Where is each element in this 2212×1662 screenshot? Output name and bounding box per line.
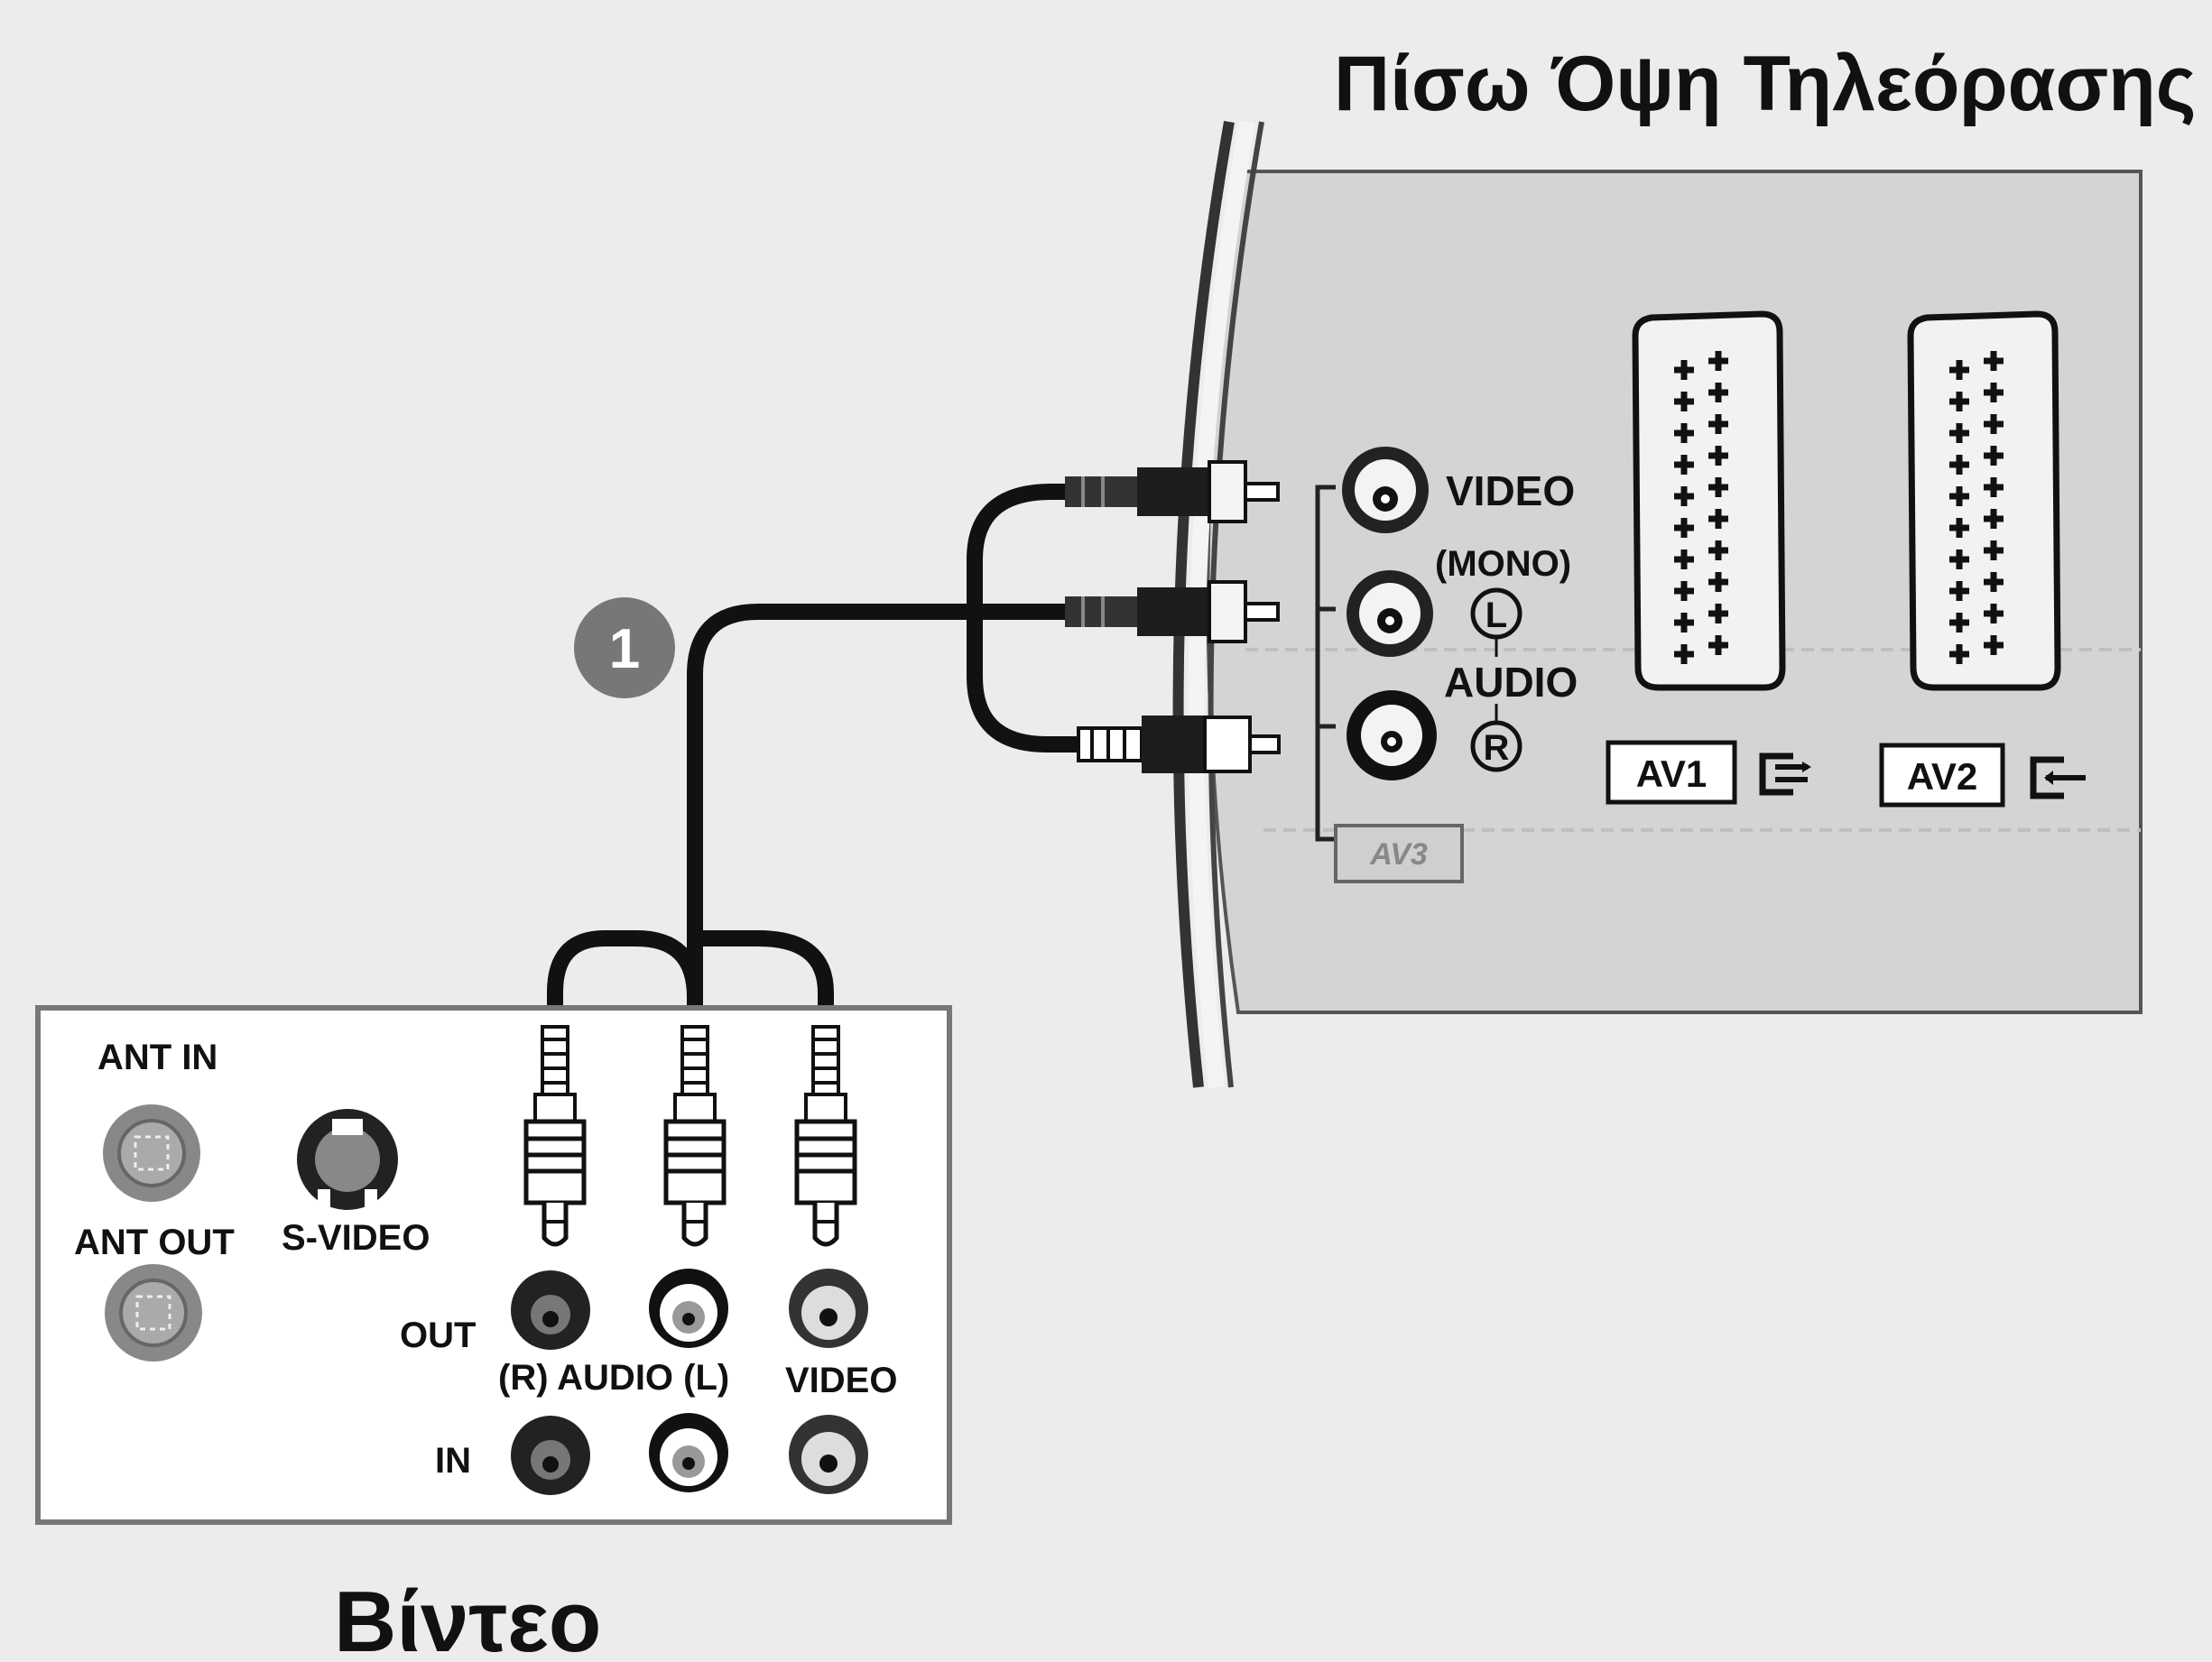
scart-pin <box>1949 581 1969 601</box>
svg-text:AV1: AV1 <box>1636 753 1708 795</box>
scart-pin <box>1674 455 1694 475</box>
scart-pin <box>1949 644 1969 664</box>
scart-av1-socket[interactable] <box>1632 310 1786 691</box>
scart-pin <box>1674 613 1694 632</box>
scart-pin <box>1708 351 1728 371</box>
scart-input-icon <box>2030 756 2086 799</box>
scart-pin <box>1984 509 2004 529</box>
vcr-side-plug <box>794 1025 857 1247</box>
tv-title: Πίσω Όψη Τηλεόρασης <box>1334 41 2197 127</box>
scart-pin <box>1708 604 1728 623</box>
s-video-label: S-VIDEO <box>282 1218 430 1258</box>
scart-pin <box>1984 604 2004 623</box>
scart-av2-socket[interactable] <box>1907 310 2061 691</box>
ant-out-connector[interactable] <box>105 1264 202 1362</box>
vcr-out-audio-left-jack[interactable] <box>649 1269 728 1348</box>
vcr-rear-panel: ANT IN ANT OUT S-VIDEO OUT (R) AUDIO (L)… <box>35 1005 952 1525</box>
scart-pin <box>1984 572 2004 592</box>
scart-pin <box>1674 423 1694 443</box>
scart-pin <box>1708 477 1728 497</box>
tv-audio-right-jack[interactable] <box>1347 690 1437 780</box>
ant-in-connector[interactable] <box>103 1104 200 1202</box>
scart-pin <box>1949 518 1969 538</box>
scart-pin <box>1708 540 1728 560</box>
scart-pin <box>1949 549 1969 569</box>
scart-pin <box>1949 455 1969 475</box>
tv-side-plug-audio-right <box>1077 716 1281 773</box>
scart-pin <box>1984 414 2004 434</box>
scart-pin <box>1674 392 1694 411</box>
svg-text:L: L <box>1485 596 1507 635</box>
scart-pin <box>1674 518 1694 538</box>
scart-pin <box>1708 635 1728 655</box>
scart-pin <box>1984 635 2004 655</box>
scart-pin <box>1708 509 1728 529</box>
vcr-out-video-jack[interactable] <box>789 1269 868 1348</box>
scart-pin <box>1984 351 2004 371</box>
scart-pin <box>1674 549 1694 569</box>
vcr-video-label: VIDEO <box>785 1361 897 1400</box>
tv-audio-left-jack[interactable] <box>1347 570 1433 657</box>
scart-pin <box>1708 383 1728 402</box>
svg-text:AV3: AV3 <box>1369 837 1428 872</box>
vcr-out-label: OUT <box>400 1316 476 1355</box>
av3-tag: AV3 <box>1334 824 1464 883</box>
scart-pin <box>1674 486 1694 506</box>
scart-pin <box>1708 446 1728 466</box>
scart-pin <box>1984 540 2004 560</box>
scart-av1-tag: AV1 <box>1606 740 1737 805</box>
tv-video-jack[interactable] <box>1342 447 1429 533</box>
vcr-side-plug <box>523 1025 587 1247</box>
vcr-audio-rl-label: (R) AUDIO (L) <box>498 1358 729 1398</box>
scart-pin <box>1949 360 1969 380</box>
scart-pin <box>1949 423 1969 443</box>
scart-pin <box>1984 383 2004 402</box>
av3-bracket <box>1315 485 1336 842</box>
tv-side-plug-audio-left <box>1065 580 1280 643</box>
s-video-connector[interactable] <box>297 1109 398 1210</box>
right-channel-icon: R <box>1470 720 1522 772</box>
vcr-title: Βίντεο <box>334 1574 601 1662</box>
vcr-in-video-jack[interactable] <box>789 1415 868 1494</box>
svg-text:R: R <box>1484 728 1510 768</box>
step-1-badge: 1 <box>574 597 675 698</box>
tv-side-plug-video <box>1065 460 1280 523</box>
scart-pin <box>1949 392 1969 411</box>
scart-in-out-icon <box>1759 753 1811 796</box>
svg-text:1: 1 <box>609 618 640 680</box>
scart-pin <box>1708 414 1728 434</box>
ant-in-label: ANT IN <box>97 1038 217 1077</box>
rca-cable-bundle <box>547 484 1087 1037</box>
svg-text:AV2: AV2 <box>1907 755 1978 798</box>
vcr-side-plug <box>663 1025 727 1247</box>
tv-video-label: VIDEO <box>1446 467 1575 514</box>
vcr-in-audio-right-jack[interactable] <box>511 1416 590 1495</box>
scart-pin <box>1949 613 1969 632</box>
vcr-out-audio-right-jack[interactable] <box>511 1270 590 1350</box>
scart-pin <box>1674 360 1694 380</box>
scart-pin <box>1674 644 1694 664</box>
scart-pin <box>1984 477 2004 497</box>
tv-audio-label: AUDIO <box>1444 659 1578 706</box>
scart-pin <box>1949 486 1969 506</box>
tv-mono-label: (MONO) <box>1435 544 1571 584</box>
tv-rear-panel: Πίσω Όψη Τηλεόρασης VIDEO (MONO) <box>1172 41 2197 1088</box>
scart-pin <box>1708 572 1728 592</box>
vcr-in-label: IN <box>435 1441 471 1481</box>
scart-pin <box>1674 581 1694 601</box>
vcr-in-audio-left-jack[interactable] <box>649 1413 728 1492</box>
scart-av2-tag: AV2 <box>1879 743 2005 808</box>
scart-pin <box>1984 446 2004 466</box>
ant-out-label: ANT OUT <box>74 1223 235 1262</box>
